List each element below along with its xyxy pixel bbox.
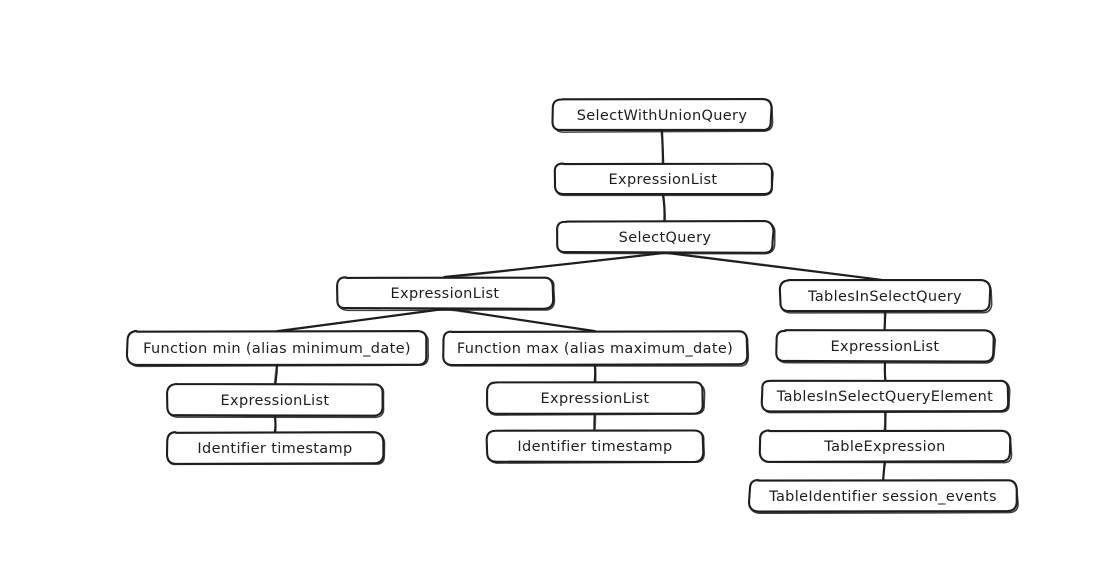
node-label: TablesInSelectQuery bbox=[807, 289, 962, 305]
tree-edge bbox=[660, 130, 665, 165]
node-label: ExpressionList bbox=[541, 391, 650, 407]
node-box[interactable] bbox=[553, 162, 774, 196]
node-box[interactable] bbox=[747, 478, 1018, 513]
node-label: TablesInSelectQueryElement bbox=[776, 389, 993, 405]
tree-node[interactable]: ExpressionList bbox=[775, 329, 997, 364]
tree-edge bbox=[593, 362, 597, 384]
node-box[interactable] bbox=[760, 379, 1010, 413]
node-box[interactable] bbox=[778, 278, 992, 313]
tree-edge bbox=[883, 310, 887, 333]
tree-edge bbox=[273, 414, 277, 434]
tree-node[interactable]: ExpressionList bbox=[486, 381, 706, 416]
node-label: Function max (alias maximum_date) bbox=[457, 341, 733, 357]
node-box[interactable] bbox=[551, 98, 773, 132]
tree-node[interactable]: Function min (alias minimum_date) bbox=[125, 329, 429, 368]
node-label: TableIdentifier session_events bbox=[768, 489, 997, 505]
node-label: Identifier timestamp bbox=[197, 441, 352, 457]
tree-edge bbox=[883, 360, 887, 383]
tree-node[interactable]: TableExpression bbox=[758, 429, 1013, 464]
tree-edge bbox=[883, 410, 887, 432]
node-label: ExpressionList bbox=[391, 286, 500, 302]
node-label: SelectWithUnionQuery bbox=[577, 108, 748, 124]
tree-node[interactable]: TableIdentifier session_events bbox=[747, 478, 1019, 515]
tree-edge bbox=[273, 362, 279, 386]
tree-node[interactable]: Function max (alias maximum_date) bbox=[442, 330, 750, 367]
node-box[interactable] bbox=[485, 429, 705, 464]
tree-node[interactable]: SelectWithUnionQuery bbox=[551, 98, 774, 133]
tree-node[interactable]: Identifier timestamp bbox=[485, 429, 705, 464]
tree-node[interactable]: TablesInSelectQueryElement bbox=[760, 379, 1011, 414]
node-label: ExpressionList bbox=[609, 172, 718, 188]
node-label: Function min (alias minimum_date) bbox=[143, 341, 411, 357]
node-label: TableExpression bbox=[823, 439, 945, 455]
tree-node[interactable]: ExpressionList bbox=[336, 276, 556, 312]
node-box[interactable] bbox=[486, 381, 704, 415]
node-label: Identifier timestamp bbox=[517, 439, 672, 455]
tree-node[interactable]: SelectQuery bbox=[556, 219, 776, 255]
node-box[interactable] bbox=[166, 382, 384, 417]
tree-edge bbox=[882, 460, 887, 483]
tree-edge bbox=[443, 307, 597, 333]
tree-node[interactable]: TablesInSelectQuery bbox=[778, 278, 993, 314]
tree-edge bbox=[593, 411, 597, 432]
tree-node[interactable]: Identifier timestamp bbox=[165, 431, 386, 466]
node-box[interactable] bbox=[442, 330, 749, 367]
edges-layer bbox=[273, 130, 887, 483]
node-box[interactable] bbox=[336, 276, 555, 310]
node-label: ExpressionList bbox=[221, 393, 330, 409]
node-box[interactable] bbox=[775, 329, 995, 363]
node-label: ExpressionList bbox=[831, 339, 940, 355]
node-box[interactable] bbox=[758, 429, 1012, 463]
node-box[interactable] bbox=[165, 431, 385, 465]
nodes-layer: SelectWithUnionQueryExpressionListSelect… bbox=[125, 98, 1019, 515]
tree-edge bbox=[661, 192, 667, 223]
tree-edge bbox=[275, 307, 446, 333]
tree-node[interactable]: ExpressionList bbox=[166, 382, 385, 419]
node-box[interactable] bbox=[125, 329, 428, 366]
node-label: SelectQuery bbox=[619, 230, 712, 246]
node-box[interactable] bbox=[556, 219, 775, 254]
tree-edge bbox=[663, 251, 886, 282]
tree-edge bbox=[443, 251, 667, 279]
tree-node[interactable]: ExpressionList bbox=[553, 162, 774, 197]
